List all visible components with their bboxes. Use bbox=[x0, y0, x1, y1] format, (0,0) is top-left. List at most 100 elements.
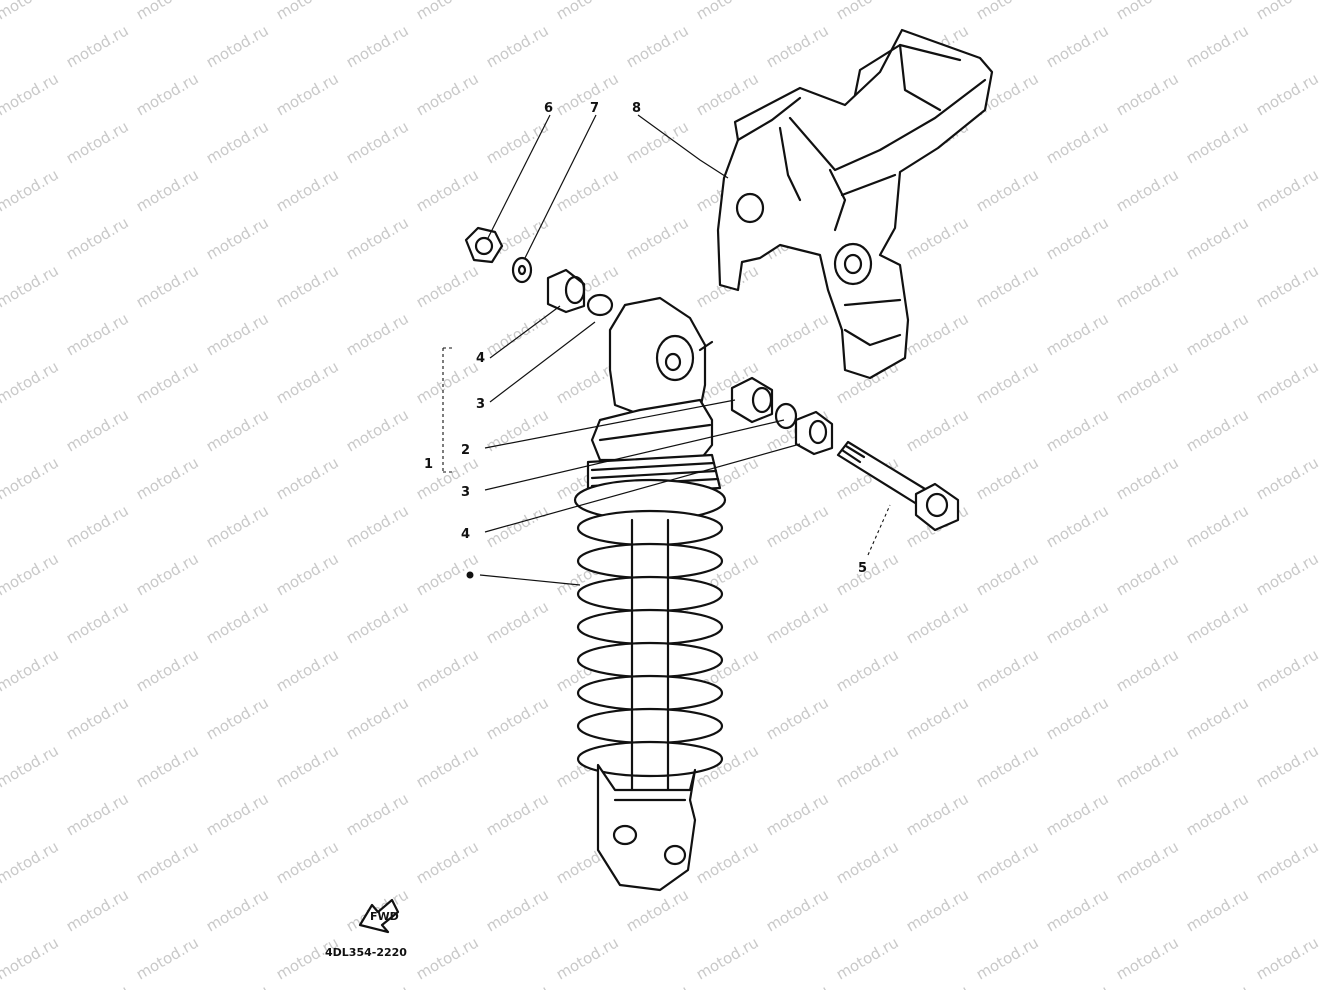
watermark-text: motod.ru bbox=[763, 597, 832, 647]
watermark-text: motod.ru bbox=[973, 261, 1042, 311]
watermark-text: motod.ru bbox=[203, 501, 272, 551]
watermark-text: motod.ru bbox=[763, 885, 832, 935]
watermark-text: motod.ru bbox=[763, 789, 832, 839]
watermark-text: motod.ru bbox=[1253, 645, 1320, 695]
spring-coil bbox=[576, 509, 724, 547]
watermark-text: motod.ru bbox=[413, 165, 482, 215]
watermark-text: motod.ru bbox=[203, 597, 272, 647]
watermark-text: motod.ru bbox=[63, 501, 132, 551]
watermark-text: motod.ru bbox=[413, 357, 482, 407]
watermark-text: motod.ru bbox=[0, 741, 62, 791]
watermark-text: motod.ru bbox=[903, 405, 972, 455]
watermark-text: motod.ru bbox=[903, 693, 972, 743]
watermark-text: motod.ru bbox=[1183, 885, 1252, 935]
watermark-text: motod.ru bbox=[63, 693, 132, 743]
watermark-text: motod.ru bbox=[273, 69, 342, 119]
watermark-text: motod.ru bbox=[343, 693, 412, 743]
watermark-text: motod.ru bbox=[973, 0, 1042, 23]
watermark-text: motod.ru bbox=[273, 357, 342, 407]
watermark-text: motod.ru bbox=[833, 837, 902, 887]
watermark-text: motod.ru bbox=[1113, 453, 1182, 503]
watermark-text: motod.ru bbox=[763, 309, 832, 359]
watermark-text: motod.ru bbox=[133, 837, 202, 887]
watermark-text: motod.ru bbox=[483, 117, 552, 167]
watermark-text: motod.ru bbox=[903, 885, 972, 935]
watermark-text: motod.ru bbox=[413, 261, 482, 311]
watermark-text: motod.ru bbox=[343, 117, 412, 167]
watermark-text: motod.ru bbox=[1183, 789, 1252, 839]
rear-shock-absorber bbox=[573, 296, 727, 892]
watermark-text: motod.ru bbox=[623, 981, 692, 990]
watermark-text: motod.ru bbox=[833, 549, 902, 599]
watermark-text: motod.ru bbox=[903, 597, 972, 647]
watermark-text: motod.ru bbox=[413, 837, 482, 887]
watermark-text: motod.ru bbox=[133, 549, 202, 599]
watermark-text: motod.ru bbox=[0, 0, 62, 23]
watermark-text: motod.ru bbox=[203, 981, 272, 990]
watermark-text: motod.ru bbox=[1043, 117, 1112, 167]
watermark-text: motod.ru bbox=[343, 597, 412, 647]
watermark-text: motod.ru bbox=[973, 357, 1042, 407]
watermark-text: motod.ru bbox=[763, 21, 832, 71]
watermark-text: motod.ru bbox=[1253, 261, 1320, 311]
oring-lower-part-3 bbox=[774, 402, 798, 430]
watermark-text: motod.ru bbox=[1113, 261, 1182, 311]
leader-lines bbox=[442, 114, 891, 586]
watermark-text: motod.ru bbox=[763, 501, 832, 551]
fwd-label: FWD bbox=[370, 910, 399, 923]
watermark-text: motod.ru bbox=[413, 69, 482, 119]
callout-3-upper: 3 bbox=[476, 397, 485, 412]
watermark-text: motod.ru bbox=[1253, 69, 1320, 119]
watermark-text: motod.ru bbox=[1043, 501, 1112, 551]
watermark-text: motod.ru bbox=[973, 741, 1042, 791]
watermark-text: motod.ru bbox=[273, 645, 342, 695]
watermark-text: motod.ru bbox=[1183, 981, 1252, 990]
watermark-text: motod.ru bbox=[0, 549, 62, 599]
oring-upper-part-3 bbox=[586, 293, 614, 317]
frame-bracket-part-8 bbox=[716, 28, 994, 380]
watermark-text: motod.ru bbox=[343, 981, 412, 990]
collar-part-2 bbox=[794, 410, 834, 456]
watermark-text: motod.ru bbox=[0, 261, 62, 311]
watermark-text: motod.ru bbox=[1183, 693, 1252, 743]
watermark-text: motod.ru bbox=[203, 405, 272, 455]
watermark-text: motod.ru bbox=[1113, 645, 1182, 695]
nut-part-6 bbox=[464, 226, 504, 264]
watermark-text: motod.ru bbox=[1183, 309, 1252, 359]
callout-2: 2 bbox=[461, 443, 470, 458]
watermark-text: motod.ru bbox=[63, 981, 132, 990]
watermark-text: motod.ru bbox=[273, 0, 342, 23]
watermark-text: motod.ru bbox=[693, 933, 762, 983]
bolt-part-5 bbox=[836, 440, 960, 532]
watermark-text: motod.ru bbox=[63, 885, 132, 935]
watermark-text: motod.ru bbox=[273, 837, 342, 887]
watermark-text: motod.ru bbox=[0, 837, 62, 887]
callout-3-lower: 3 bbox=[461, 485, 470, 500]
watermark-text: motod.ru bbox=[1113, 933, 1182, 983]
watermark-text: motod.ru bbox=[133, 453, 202, 503]
watermark-text: motod.ru bbox=[973, 933, 1042, 983]
watermark-text: motod.ru bbox=[1113, 837, 1182, 887]
watermark-text: motod.ru bbox=[483, 981, 552, 990]
watermark-text: motod.ru bbox=[1043, 885, 1112, 935]
watermark-text: motod.ru bbox=[973, 165, 1042, 215]
watermark-text: motod.ru bbox=[273, 165, 342, 215]
watermark-text: motod.ru bbox=[833, 741, 902, 791]
watermark-text: motod.ru bbox=[973, 645, 1042, 695]
watermark-text: motod.ru bbox=[63, 405, 132, 455]
watermark-text: motod.ru bbox=[483, 597, 552, 647]
watermark-text: motod.ru bbox=[833, 0, 902, 23]
watermark-text: motod.ru bbox=[1043, 789, 1112, 839]
callout-5: 5 bbox=[858, 561, 867, 576]
watermark-text: motod.ru bbox=[1113, 69, 1182, 119]
watermark-text: motod.ru bbox=[343, 501, 412, 551]
spring-coil bbox=[576, 575, 724, 613]
watermark-text: motod.ru bbox=[833, 645, 902, 695]
callout-1: 1 bbox=[424, 457, 433, 472]
watermark-text: motod.ru bbox=[903, 309, 972, 359]
watermark-text: motod.ru bbox=[623, 117, 692, 167]
watermark-text: motod.ru bbox=[203, 117, 272, 167]
watermark-text: motod.ru bbox=[483, 405, 552, 455]
watermark-text: motod.ru bbox=[693, 0, 762, 23]
watermark-text: motod.ru bbox=[553, 165, 622, 215]
